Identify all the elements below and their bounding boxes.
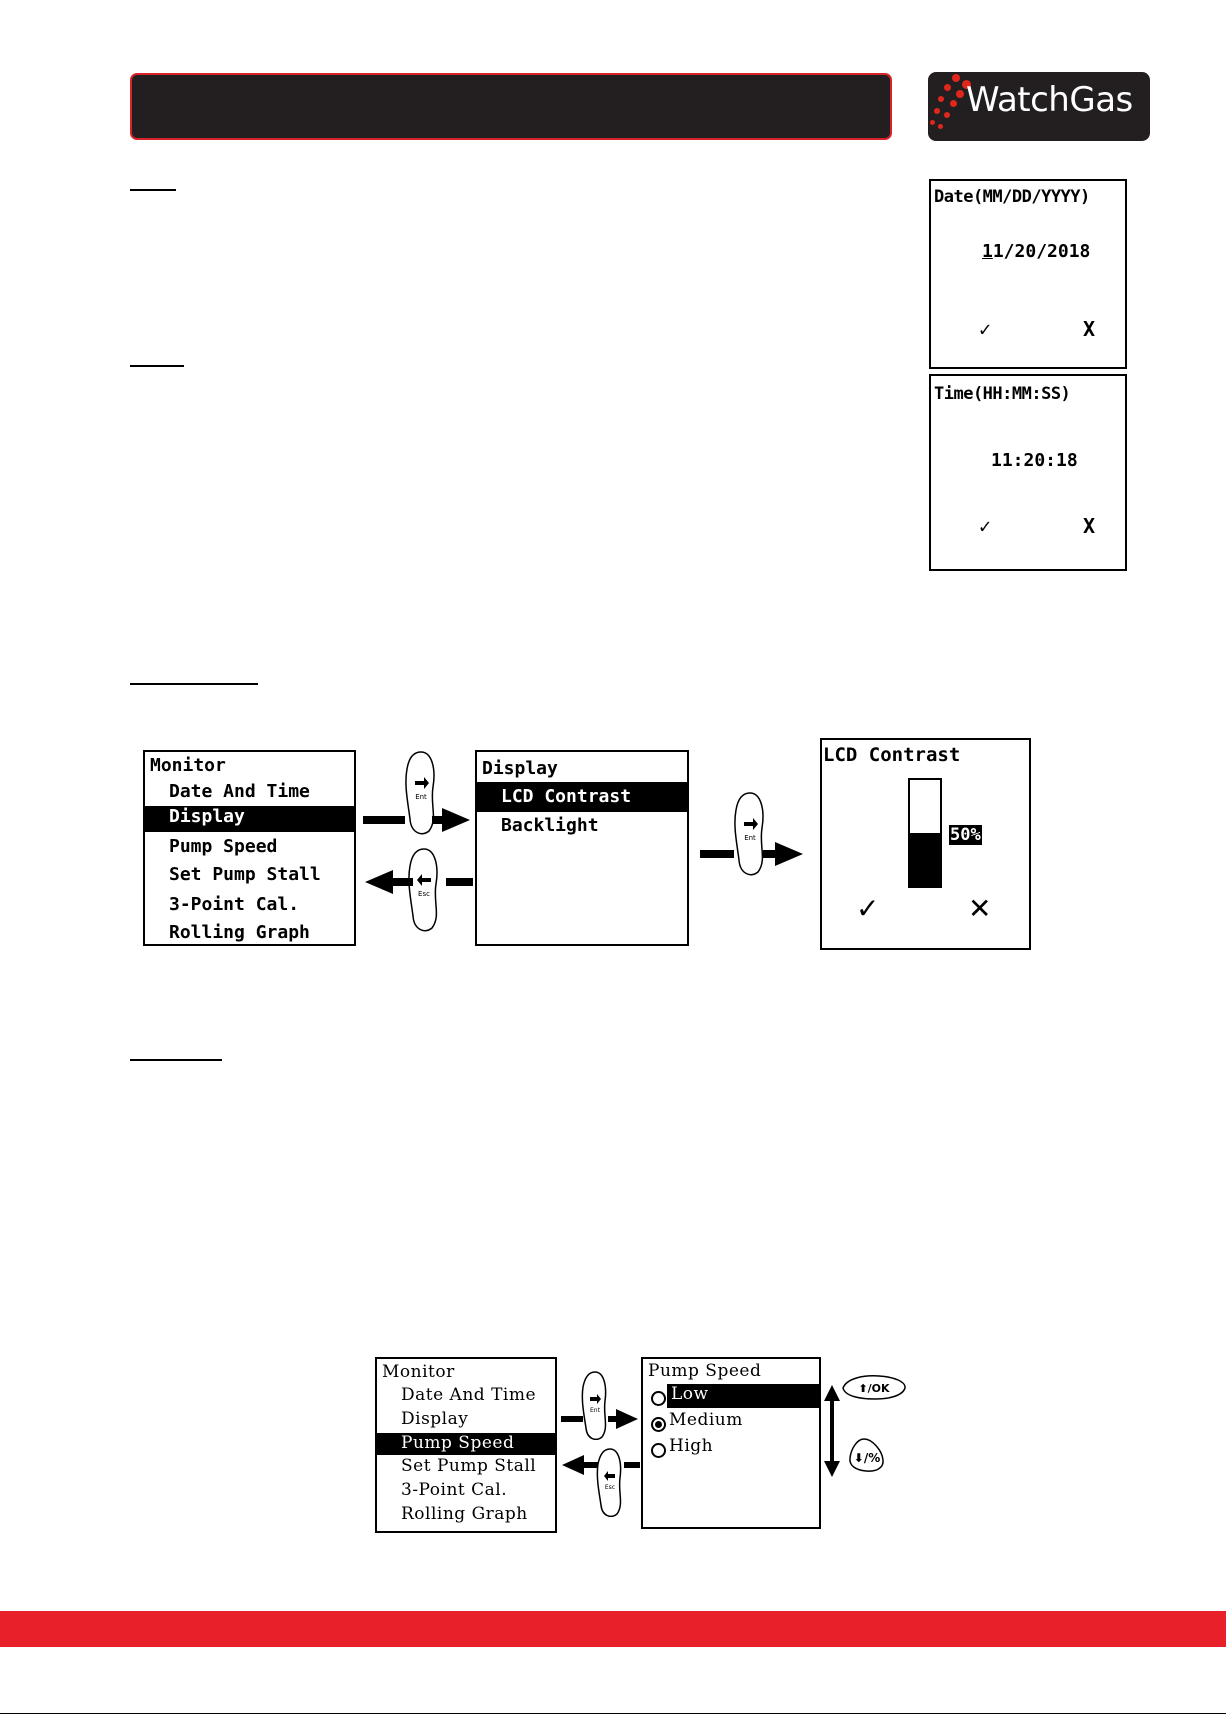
escape-key-label: Esc [605,1484,615,1491]
date-screen-title: Date(MM/DD/YYYY) [934,187,1090,207]
pump-speed-screen: Pump Speed Low Medium High [641,1357,821,1529]
monitor-menu-screen: Monitor Date And Time Display Pump Speed… [143,750,356,946]
menu-title: Monitor [382,1362,455,1382]
enter-key-icon: Ent [581,1371,607,1440]
menu-title: Monitor [150,755,226,776]
arrow-right-icon [775,842,803,866]
menu-item-3-point-cal: 3-Point Cal. [169,894,300,915]
cancel-x-icon: X [1083,514,1096,538]
menu-item-set-pump-stall: Set Pump Stall [401,1456,537,1476]
menu-title: Pump Speed [648,1361,762,1381]
confirm-check-icon: ✓ [979,317,992,341]
contrast-screen-title: LCD Contrast [823,744,961,766]
confirm-check-icon: ✓ [856,892,880,925]
escape-key-icon: Esc [408,848,438,932]
contrast-level-bar [908,778,942,888]
menu-item-display: Display [401,1409,469,1429]
menu-item-date-and-time: Date And Time [169,781,310,802]
escape-key-label: Esc [418,890,430,898]
option-high: High [669,1436,714,1456]
display-menu-screen: Display LCD Contrast Backlight [475,750,689,946]
watchgas-logo: WatchGas [928,72,1150,141]
date-cursor-digit: 1 [982,241,993,262]
option-low: Low [667,1384,819,1408]
menu-title: Display [482,758,558,779]
arrow-left-icon [562,1455,584,1475]
enter-key-icon: Ent [734,792,764,876]
time-lcd-screen: Time(HH:MM:SS) 11:20:18 ✓ X [929,374,1127,571]
section-underline-date [130,189,176,191]
time-screen-title: Time(HH:MM:SS) [934,384,1071,404]
time-value: 11:20:18 [991,450,1078,471]
up-ok-key-label: ⬆/OK [858,1382,890,1395]
footer-bar [0,1611,1226,1647]
date-value-rest: 1/20/2018 [992,241,1091,262]
section-underline-time [130,365,184,367]
menu-item-3-point-cal: 3-Point Cal. [401,1480,508,1500]
arrow-shaft [432,816,442,824]
up-down-arrow-icon [824,1385,840,1477]
option-medium: Medium [669,1410,743,1430]
arrow-left-icon [365,870,393,894]
arrow-shaft [446,878,473,886]
arrow-shaft [363,816,405,824]
arrow-shaft [393,878,413,886]
lcd-contrast-screen: LCD Contrast 50% ✓ ✕ [820,738,1031,950]
menu-item-rolling-graph: Rolling Graph [401,1504,528,1524]
menu-item-lcd-contrast: LCD Contrast [477,782,687,812]
date-lcd-screen: Date(MM/DD/YYYY) 11/20/2018 ✓ X [929,179,1127,369]
enter-key-icon: Ent [405,751,435,835]
contrast-level-fill [910,833,940,886]
header-bar [130,73,892,140]
menu-item-date-and-time: Date And Time [401,1385,537,1405]
cancel-x-icon: X [1083,317,1096,341]
arrow-shaft [700,850,734,858]
menu-item-set-pump-stall: Set Pump Stall [169,864,321,885]
menu-item-pump-speed: Pump Speed [377,1433,555,1455]
down-percent-key-icon: ⬇/% [849,1438,884,1472]
enter-key-label: Ent [744,834,756,842]
enter-key-label: Ent [590,1407,601,1414]
menu-item-rolling-graph: Rolling Graph [169,922,310,943]
up-ok-key-icon: ⬆/OK [842,1375,906,1400]
monitor-menu-screen: Monitor Date And Time Display Pump Speed… [375,1357,557,1533]
cancel-x-icon: ✕ [968,892,992,925]
radio-low [651,1391,666,1406]
radio-medium [651,1417,666,1432]
radio-high [651,1443,666,1458]
arrow-shaft [763,850,775,858]
arrow-right-icon [442,808,470,832]
arrow-right-icon [616,1409,638,1429]
down-percent-key-label: ⬇/% [854,1451,880,1465]
arrow-shaft [584,1462,598,1468]
contrast-value-label: 50% [949,825,982,845]
enter-key-label: Ent [415,793,427,801]
arrow-shaft [608,1416,616,1422]
arrow-shaft [561,1416,583,1422]
section-underline-display [130,683,258,685]
section-underline-pump-speed [130,1059,222,1061]
menu-item-display: Display [145,806,354,832]
confirm-check-icon: ✓ [979,514,992,538]
footer-line [0,1713,1226,1714]
escape-key-icon: Esc [596,1448,622,1517]
date-value: 11/20/2018 [982,241,1090,262]
menu-item-pump-speed: Pump Speed [169,836,278,857]
arrow-shaft [624,1462,640,1468]
logo-text: WatchGas [966,80,1133,120]
radio-selected-dot [655,1421,662,1428]
menu-item-backlight: Backlight [501,815,599,836]
